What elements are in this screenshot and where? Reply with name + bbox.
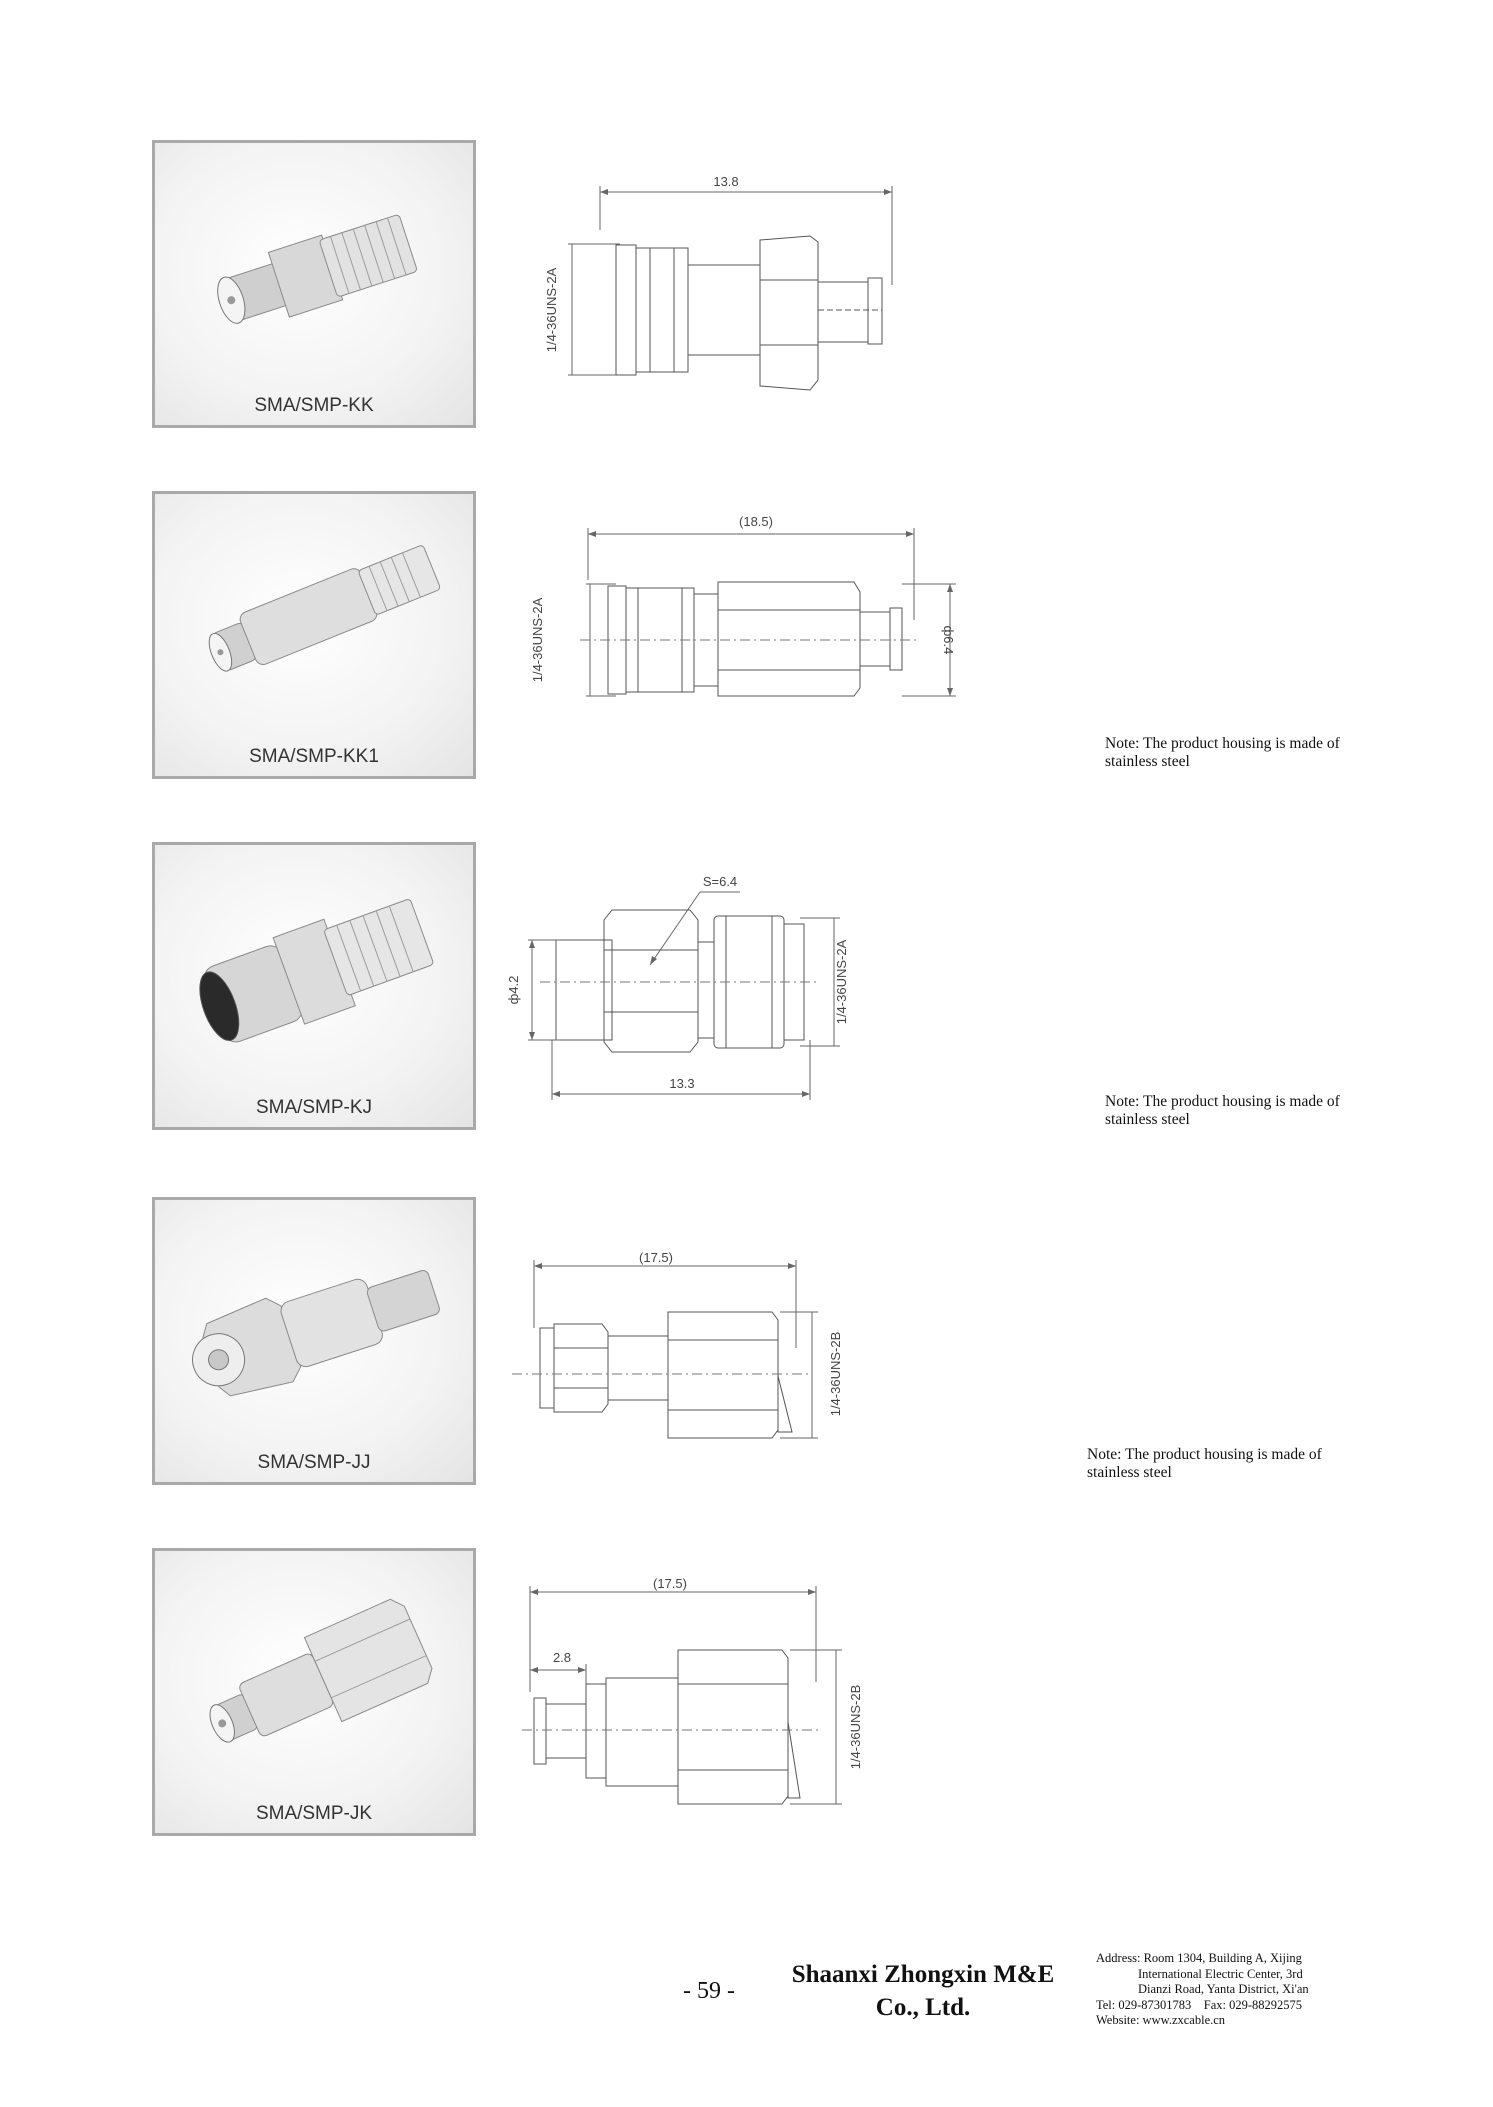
product-photo-jk: SMA/SMP-JK: [152, 1548, 476, 1836]
address-line: Address: Room 1304, Building A, Xijing: [1096, 1951, 1302, 1965]
product-caption: SMA/SMP-JK: [255, 1803, 373, 1824]
dim-thread: 1/4-36UNS-2A: [834, 939, 849, 1024]
product-photo-kj: SMA/SMP-KJ: [152, 842, 476, 1130]
material-note: Note: The product housing is made of sta…: [1087, 1446, 1387, 1482]
note-line: Note: The product housing is made of: [1105, 735, 1340, 752]
note-line: Note: The product housing is made of: [1105, 1093, 1340, 1110]
company-name-line: Shaanxi Zhongxin M&E: [791, 1961, 1055, 1988]
page-number: - 59 -: [683, 1978, 735, 2004]
dim-length: (17.5): [639, 1250, 673, 1265]
product-caption: SMA/SMP-JJ: [257, 1452, 371, 1473]
note-line: Note: The product housing is made of: [1087, 1446, 1322, 1463]
drawing-kk: 13.8 1/4-36UNS-2A: [520, 150, 920, 400]
drawing-kj: S=6.4 ф4.2 1/4-36UNS-2A 13.3: [500, 870, 920, 1110]
note-line: stainless steel: [1105, 1111, 1190, 1128]
address-line: International Electric Center, 3rd: [1138, 1966, 1303, 1981]
connector-photo-kk1: [208, 545, 441, 672]
connector-photo-kj: [199, 899, 434, 1043]
product-photo-jj: SMA/SMP-JJ: [152, 1197, 476, 1485]
company-address: Address: Room 1304, Building A, Xijing I…: [1096, 1951, 1356, 2029]
dim-thread: 1/4-36UNS-2A: [544, 267, 559, 352]
drawing-kk1: (18.5) 1/4-36UNS-2A ф6.4: [520, 500, 980, 730]
dim-thread: 1/4-36UNS-2A: [530, 597, 545, 682]
dim-diameter: ф6.4: [941, 626, 956, 655]
dim-length: (18.5): [739, 514, 773, 529]
material-note: Note: The product housing is made of sta…: [1105, 1093, 1405, 1129]
material-note: Note: The product housing is made of sta…: [1105, 735, 1405, 771]
product-photo-kk1: SMA/SMP-KK1: [152, 491, 476, 779]
drawing-jk: (17.5) 2.8 1/4-36UNS-2B: [520, 1572, 920, 1822]
dim-length: 13.3: [669, 1076, 694, 1091]
product-caption: SMA/SMP-KK1: [249, 746, 379, 767]
drawing-jj: (17.5) 1/4-36UNS-2B: [510, 1248, 910, 1458]
product-caption: SMA/SMP-KJ: [255, 1097, 373, 1118]
dim-length: (17.5): [653, 1576, 687, 1591]
company-name: Shaanxi Zhongxin M&E Co., Ltd.: [773, 1958, 1073, 2024]
dim-thread: 1/4-36UNS-2B: [828, 1332, 843, 1417]
product-caption: SMA/SMP-KK: [254, 395, 374, 416]
dim-thread: 1/4-36UNS-2B: [848, 1685, 863, 1770]
note-line: stainless steel: [1087, 1464, 1172, 1481]
product-photo-kk: SMA/SMP-KK: [152, 140, 476, 428]
connector-photo-jj: [192, 1270, 440, 1397]
note-line: stainless steel: [1105, 753, 1190, 770]
dim-length: 13.8: [713, 174, 738, 189]
dim-offset: 2.8: [553, 1650, 571, 1665]
company-name-line: Co., Ltd.: [875, 1994, 971, 2021]
connector-photo-jk: [209, 1598, 433, 1743]
connector-photo-kk: [217, 214, 417, 324]
dim-diameter: ф4.2: [506, 976, 521, 1005]
address-line: Dianzi Road, Yanta District, Xi'an: [1138, 1982, 1309, 1996]
contact-phone-fax: Tel: 029-87301783 Fax: 029-88292575: [1096, 1997, 1303, 2012]
dim-hex: S=6.4: [703, 874, 737, 889]
website-text: Website: www.zxcable.cn: [1096, 2013, 1226, 2027]
